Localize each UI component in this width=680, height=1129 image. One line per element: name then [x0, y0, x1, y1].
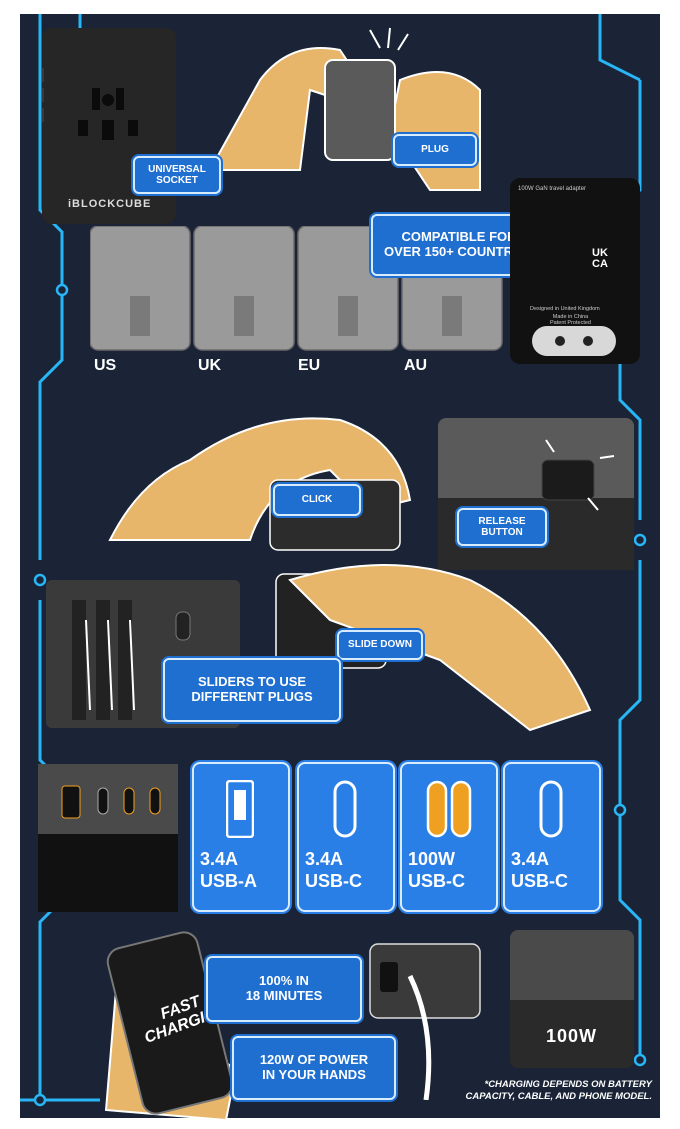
port-card-usb-c-100w: 100W USB-C [400, 762, 498, 912]
port-type-1: USB-C [305, 871, 362, 891]
socket-icon [38, 28, 176, 224]
adapter-back-title: 100W GaN travel adapter [518, 186, 587, 192]
release-button-label: RELEASE BUTTON [457, 508, 547, 546]
phone-in-hand-image [104, 931, 238, 1120]
adapter-back-designed: Designed in United Kingdom [530, 306, 600, 312]
country-uk: UK [198, 357, 222, 374]
port-rating-2: 100W [408, 849, 456, 869]
country-eu: EU [298, 357, 321, 374]
adapter-back-image: 100W GaN travel adapter UK CA Designed i… [510, 178, 640, 364]
usb-c-port-icon [539, 780, 563, 838]
hands-plugging-image [208, 27, 481, 191]
slide-down-label: SLIDE DOWN [337, 630, 423, 660]
hand-click-image [108, 417, 412, 551]
port-card-usb-c-2: 3.4A USB-C [503, 762, 601, 912]
adapter-back-made: Made in China Patent Protected [550, 314, 591, 326]
charging-footnote: *CHARGING DEPENDS ON BATTERY CAPACITY, C… [465, 1079, 653, 1102]
ukca-mark: UK CA [592, 247, 608, 270]
full-charge-label: 100% IN 18 MINUTES [206, 956, 362, 1022]
port-rating-1: 3.4A [305, 849, 344, 869]
port-type-3: USB-C [511, 871, 568, 891]
port-rating-0: 3.4A [200, 849, 239, 869]
universal-socket-label: UNIVERSAL SOCKET [133, 156, 221, 194]
eu-plug-icon [532, 326, 616, 356]
port-rating-3: 3.4A [511, 849, 550, 869]
sliders-label: SLIDERS TO USE DIFFERENT PLUGS [163, 658, 341, 722]
country-us: US [94, 357, 117, 374]
usb-a-port-icon [226, 780, 254, 838]
plug-label: PLUG [393, 134, 477, 166]
power-label: 120W OF POWER IN YOUR HANDS [232, 1036, 396, 1100]
country-au: AU [404, 357, 428, 374]
port-card-usb-a: 3.4A USB-A [192, 762, 290, 912]
port-type-2: USB-C [408, 871, 465, 891]
release-button-image [438, 418, 634, 570]
adapter-front-image: iBLOCKCUBE [38, 28, 176, 224]
charger-100w-image: 100W [510, 930, 634, 1068]
100w-mark: 100W [546, 1026, 598, 1046]
brand-logo: iBLOCKCUBE [68, 198, 152, 210]
port-type-0: USB-A [200, 871, 257, 891]
port-card-usb-c-1: 3.4A USB-C [297, 762, 395, 912]
usb-c-dual-port-icon [426, 780, 472, 838]
click-label: CLICK [273, 484, 361, 516]
charger-cable-image [369, 943, 481, 1100]
usb-c-port-icon [333, 780, 357, 838]
ports-device-image [38, 764, 178, 912]
